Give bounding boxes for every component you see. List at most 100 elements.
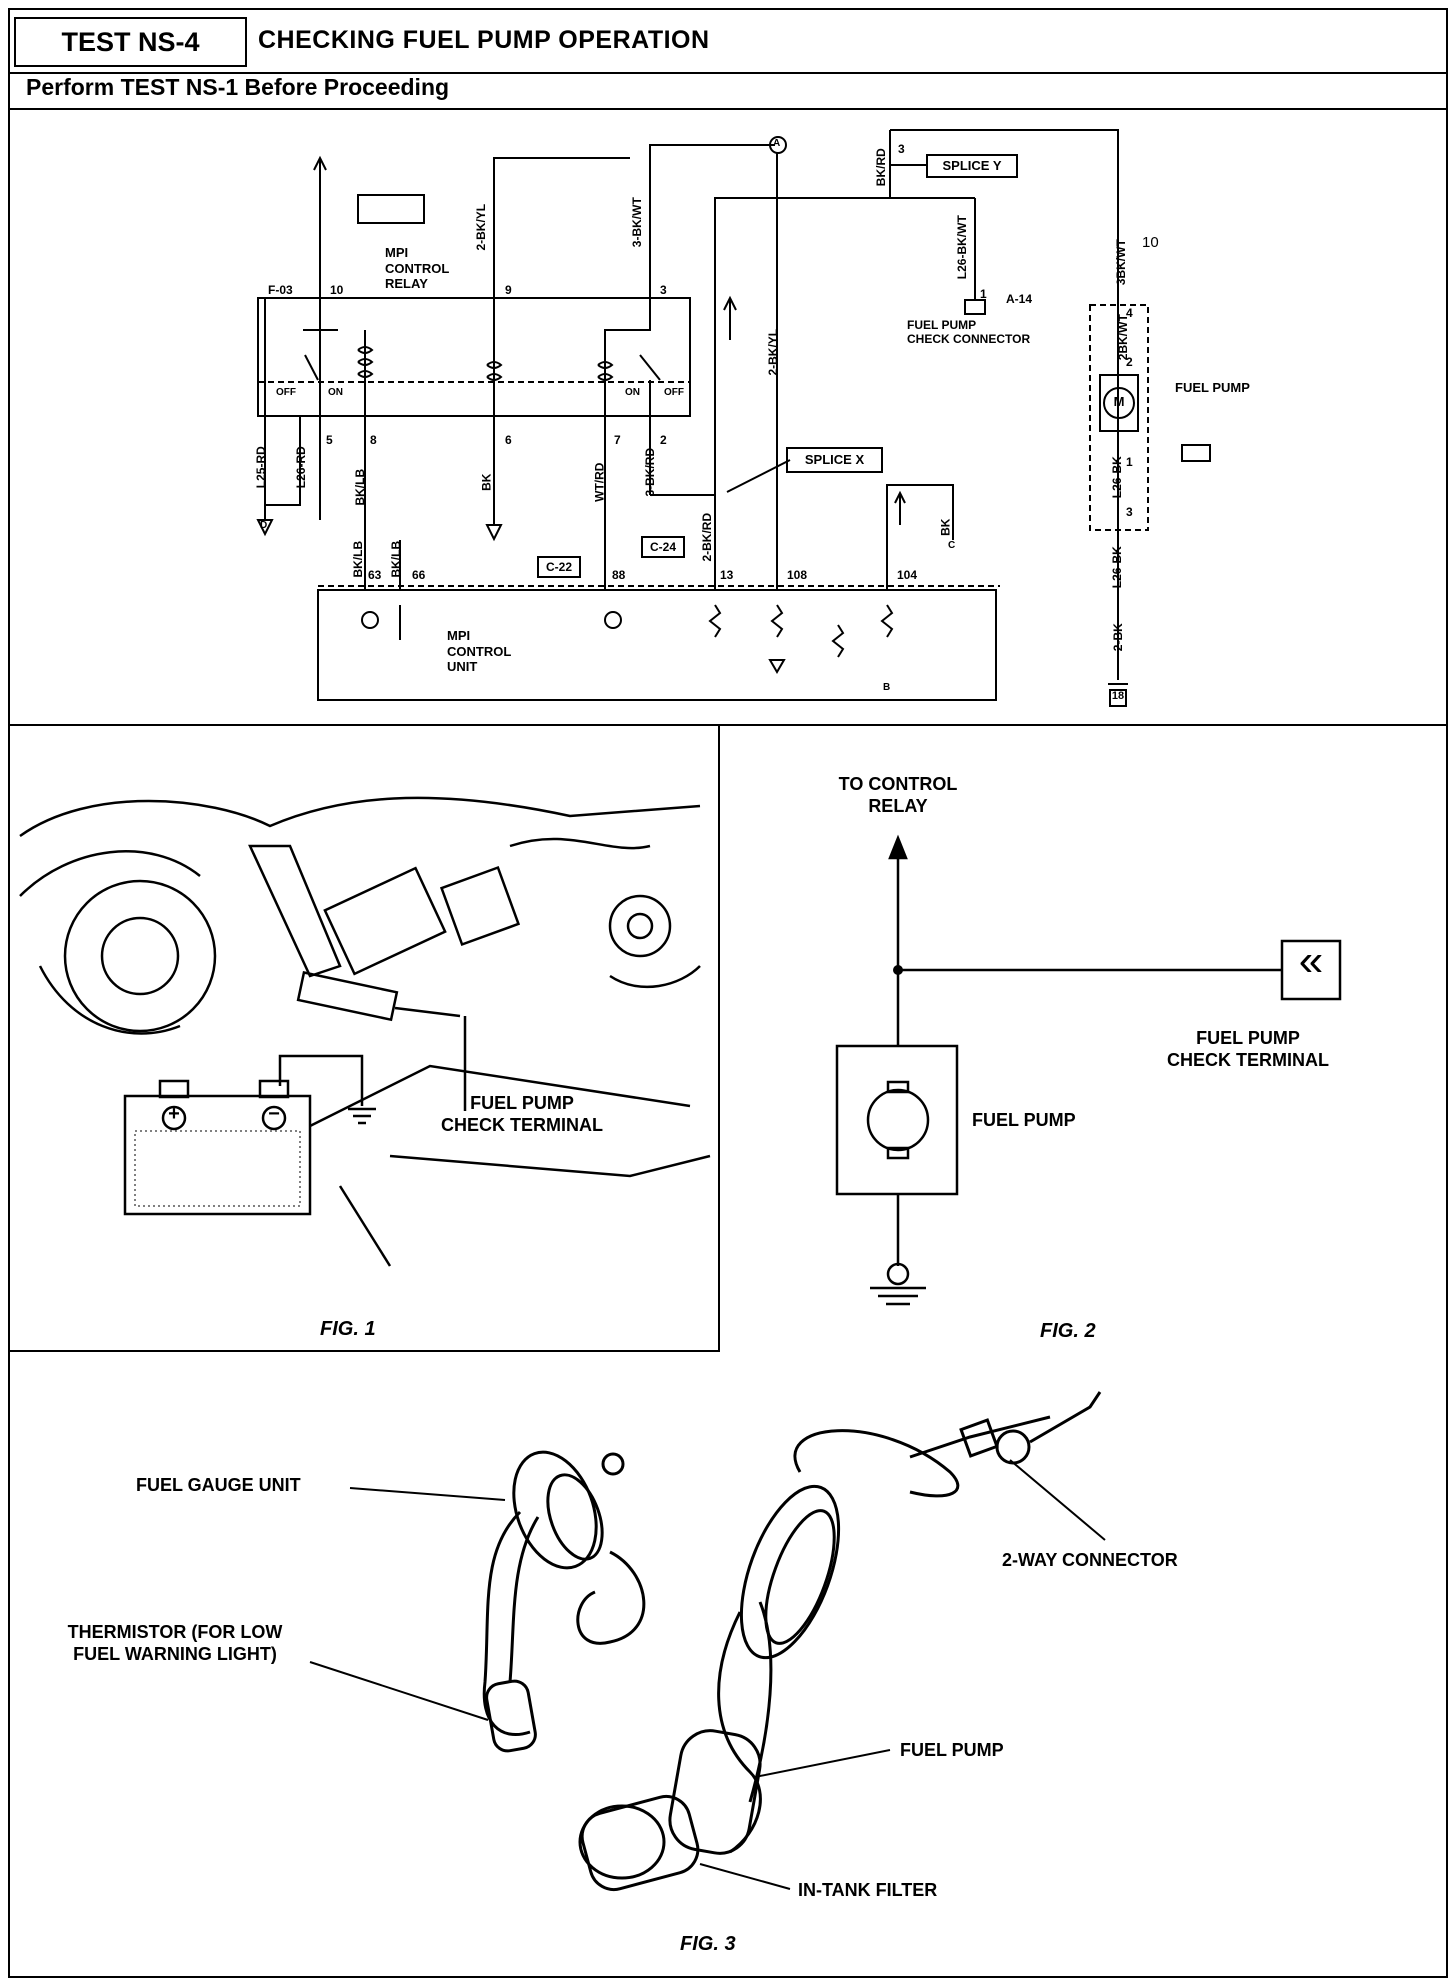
fig1-frame: [8, 724, 720, 1352]
pin-10: 10: [330, 283, 344, 297]
c22-box: [537, 556, 581, 578]
fig2-fuel-pump-label: FUEL PUMP: [972, 1110, 1076, 1130]
switch-on-left: ON: [328, 387, 343, 398]
connector-c24: C-24: [649, 540, 676, 554]
wire-3bkrd: 3-BK/RD: [643, 447, 658, 497]
wire-bk-right: BK: [938, 518, 953, 536]
leader-thermistor: [309, 1661, 489, 1721]
schematic-frame: [8, 108, 1448, 726]
wire-wtrd: WT/RD: [592, 462, 607, 502]
leader-filter: [699, 1863, 791, 1890]
wire-bklb-63: BK/LB: [351, 540, 366, 578]
fig1-minus: −: [268, 1103, 280, 1125]
connector-a14: A-14: [1006, 292, 1033, 306]
leader-fuel-gauge: [349, 1487, 506, 1501]
fig3-fuel-pump: FUEL PUMP: [900, 1740, 1004, 1760]
control-unit-label: MPI CONTROL UNIT: [447, 628, 512, 675]
fig2-check-terminal-label: FUEL PUMP CHECK TERMINAL: [1167, 1028, 1329, 1070]
c24-box: [641, 536, 685, 558]
switch-on-right: ON: [625, 387, 640, 398]
wire-pin9: [493, 157, 630, 525]
switch-off-right: OFF: [664, 387, 684, 398]
motor-symbol: M: [1113, 394, 1125, 409]
splice-x-label: SPLICE X: [804, 452, 865, 467]
wire-l26bkwt: L26-BK/WT: [954, 215, 969, 280]
wire-bklb: BK/LB: [353, 468, 368, 506]
check-connector-label: FUEL PUMP CHECK CONNECTOR: [907, 318, 1031, 347]
wire-l26bk-a: L26-BK: [1109, 456, 1124, 499]
fig3-caption: FIG. 3: [680, 1933, 736, 1955]
fig3-two-way-connector: 2-WAY CONNECTOR: [1002, 1550, 1178, 1570]
fig2-caption: FIG. 2: [1040, 1320, 1096, 1342]
splice-x-box: [786, 447, 883, 473]
relay-label: MPI CONTROL RELAY: [385, 245, 450, 292]
fig2-terminal-box: [1280, 939, 1342, 1001]
pin-3: 3: [660, 283, 667, 297]
switch-off-left: OFF: [276, 387, 296, 398]
ref-a: A: [773, 138, 781, 149]
fig3-illustration: [309, 1391, 1106, 1892]
fig1-caption: FIG. 1: [320, 1318, 376, 1340]
pin-6: 6: [505, 433, 512, 447]
wire-l25rd: L25-RD: [253, 446, 268, 489]
ground-ref-label: 18: [1111, 690, 1125, 702]
ref-b: B: [883, 682, 891, 693]
relay-pinout-icon: [357, 194, 425, 224]
connector-c22: C-22: [545, 560, 572, 574]
wire-3bkwt-right: 3BK/WT: [1113, 239, 1128, 286]
pump-pin-3: 3: [1126, 505, 1133, 519]
wire-bk: BK: [479, 473, 494, 491]
wire-3bkwt-top: 3-BK/WT: [629, 197, 644, 248]
pin-104: 104: [897, 568, 918, 582]
pin-8: 8: [370, 433, 377, 447]
fig1-check-terminal-callout: FUEL PUMP CHECK TERMINAL: [441, 1093, 603, 1135]
ref-c: C: [948, 540, 956, 551]
connector-f03: F-03: [268, 283, 293, 297]
schematic-fuel-pump-label: FUEL PUMP: [1175, 380, 1250, 395]
pin-63: 63: [368, 568, 382, 582]
pin-13: 13: [720, 568, 734, 582]
pin-5: 5: [326, 433, 333, 447]
test-id: TEST NS-4: [14, 17, 247, 67]
wire-2bkyl-mid: 2-BK/YL: [766, 328, 781, 376]
wire-2bkrd: 2-BK/RD: [700, 512, 715, 562]
ref-d: D: [260, 520, 268, 531]
fig2-to-control-relay: TO CONTROL RELAY: [838, 774, 958, 816]
pin-9: 9: [505, 283, 512, 297]
fig1-plus: +: [168, 1103, 180, 1125]
pump-ref-box: [1181, 444, 1211, 462]
wire-bkrd-top: BK/RD: [873, 148, 888, 187]
a14-pin: 1: [980, 287, 987, 301]
pump-pin-4: 4: [1126, 306, 1133, 320]
prerequisite-note: Perform TEST NS-1 Before Proceeding: [26, 74, 450, 100]
wiring-schematic: [256, 129, 1211, 707]
relay-box: [257, 297, 691, 417]
splice-pin: 3: [898, 142, 905, 156]
fig3-fuel-gauge-unit: FUEL GAUGE UNIT: [136, 1475, 301, 1495]
pin-7: 7: [614, 433, 621, 447]
wire-splice-x-y: [714, 130, 891, 495]
wire-2bkyl-top: 2-BK/YL: [474, 203, 489, 251]
leader-two-way: [1009, 1459, 1106, 1541]
fig3-in-tank-filter: IN-TANK FILTER: [798, 1880, 938, 1900]
wire-2bkwt: 2BK/WT: [1115, 314, 1130, 361]
page-title: CHECKING FUEL PUMP OPERATION: [258, 26, 710, 54]
splice-y-label: SPLICE Y: [942, 158, 1002, 173]
wire-l26rd: L26-RD: [293, 446, 308, 489]
wire-l26bk-b: L26-BK: [1109, 546, 1124, 589]
wire-pin3: [649, 144, 775, 298]
control-unit-box: [317, 589, 997, 701]
fig2-pump-box: [835, 1044, 959, 1196]
pin-88: 88: [612, 568, 626, 582]
fig2-circuit: [835, 834, 1342, 1306]
leader-fuel-pump: [754, 1749, 891, 1778]
fig1-illustration: [19, 796, 711, 1267]
fig3-thermistor: THERMISTOR (FOR LOW FUEL WARNING LIGHT): [67, 1622, 283, 1664]
wire-2bk: 2-BK: [1110, 623, 1125, 652]
header-row-frame: [8, 8, 1448, 74]
pump-pin-1: 1: [1126, 455, 1133, 469]
pin-66: 66: [412, 568, 426, 582]
pump-pin-2: 2: [1126, 355, 1133, 369]
fig2-terminal-glyph: «: [1298, 936, 1324, 985]
page-frame: [8, 8, 1448, 1978]
